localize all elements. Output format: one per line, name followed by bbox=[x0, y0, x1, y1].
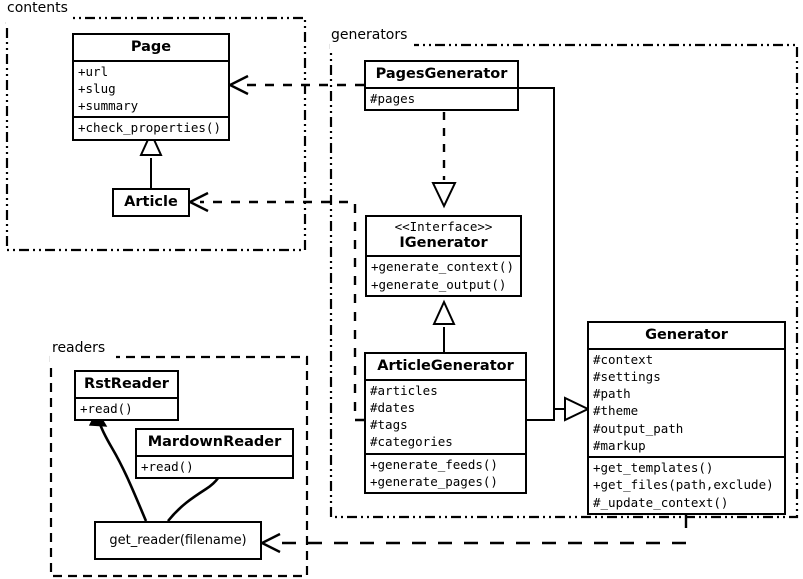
method-row: +read() bbox=[80, 400, 133, 416]
method-row: +generate_output() bbox=[371, 276, 507, 292]
class-attributes-pagesgenerator: #pages bbox=[366, 86, 517, 109]
attribute-row: #markup bbox=[593, 437, 646, 453]
class-stereotype-igenerator: <<Interface>> bbox=[394, 219, 493, 234]
attribute-row: #settings bbox=[593, 368, 661, 384]
attribute-row: #path bbox=[593, 386, 631, 402]
class-box-article[interactable]: Article bbox=[112, 188, 190, 217]
method-row: +generate_pages() bbox=[370, 473, 498, 489]
class-box-generator[interactable]: Generator #context #settings #path #them… bbox=[587, 321, 786, 515]
method-row: +check_properties() bbox=[78, 120, 221, 136]
dependency-arrowhead-getreader bbox=[259, 532, 281, 554]
class-title-pagesgenerator: PagesGenerator bbox=[375, 66, 508, 82]
class-title-article: Article bbox=[124, 194, 178, 210]
class-box-pagesgenerator[interactable]: PagesGenerator #pages bbox=[364, 60, 519, 111]
generalization-arrowhead-igenerator bbox=[432, 299, 456, 325]
class-methods-generator: +get_templates() +get_files(path,exclude… bbox=[589, 456, 784, 513]
attribute-row: #dates bbox=[370, 399, 416, 415]
attribute-row: #tags bbox=[370, 417, 408, 433]
package-label-contents: contents bbox=[7, 0, 68, 16]
class-title-igenerator: IGenerator bbox=[399, 234, 488, 251]
package-label-generators: generators bbox=[331, 27, 408, 43]
class-title-generator: Generator bbox=[645, 327, 728, 343]
attribute-row: +summary bbox=[78, 98, 139, 114]
attribute-row: #pages bbox=[370, 90, 416, 106]
function-label-get-reader: get_reader(filename) bbox=[109, 533, 247, 548]
edge-articlegenerator-to-generator bbox=[527, 409, 555, 421]
class-attributes-generator: #context #settings #path #theme #output_… bbox=[589, 347, 784, 457]
attribute-row: #context bbox=[593, 351, 654, 367]
class-box-page[interactable]: Page +url +slug +summary +check_properti… bbox=[72, 33, 230, 141]
attribute-row: #output_path bbox=[593, 420, 684, 436]
attribute-row: #categories bbox=[370, 434, 453, 450]
class-box-mardownreader[interactable]: MardownReader +read() bbox=[135, 428, 294, 479]
class-methods-mardownreader: +read() bbox=[137, 454, 292, 477]
class-box-articlegenerator[interactable]: ArticleGenerator #articles #dates #tags … bbox=[364, 352, 527, 495]
realization-arrowhead-igenerator bbox=[431, 182, 457, 209]
class-attributes-articlegenerator: #articles #dates #tags #categories bbox=[366, 378, 525, 453]
class-methods-rstreader: +read() bbox=[76, 396, 177, 419]
generalization-arrowhead-generator bbox=[564, 396, 591, 422]
method-row: +get_files(path,exclude) bbox=[593, 477, 774, 493]
class-box-rstreader[interactable]: RstReader +read() bbox=[74, 370, 179, 421]
class-box-igenerator[interactable]: <<Interface>> IGenerator +generate_conte… bbox=[365, 215, 522, 297]
attribute-row: #articles bbox=[370, 382, 438, 398]
method-row: +generate_context() bbox=[371, 259, 514, 275]
class-title-articlegenerator: ArticleGenerator bbox=[377, 358, 514, 374]
class-title-mardownreader: MardownReader bbox=[147, 434, 282, 450]
method-row: +generate_feeds() bbox=[370, 456, 498, 472]
method-row: #_update_context() bbox=[593, 494, 729, 510]
class-methods-articlegenerator: +generate_feeds() +generate_pages() bbox=[366, 452, 525, 493]
attribute-row: +slug bbox=[78, 80, 116, 96]
dependency-arrowhead-page bbox=[227, 74, 249, 96]
class-title-rstreader: RstReader bbox=[84, 376, 169, 392]
attribute-row: +url bbox=[78, 63, 109, 79]
class-title-page: Page bbox=[130, 39, 172, 55]
attribute-row: #theme bbox=[593, 403, 639, 419]
class-attributes-page: +url +slug +summary bbox=[74, 59, 228, 117]
class-methods-page: +check_properties() bbox=[74, 116, 228, 138]
function-box-get-reader[interactable]: get_reader(filename) bbox=[94, 521, 262, 560]
method-row: +get_templates() bbox=[593, 460, 714, 476]
package-label-readers: readers bbox=[52, 340, 106, 356]
method-row: +read() bbox=[141, 458, 194, 474]
edge-articlegenerator-to-article bbox=[200, 200, 364, 422]
dependency-arrowhead-article bbox=[187, 191, 209, 213]
class-methods-igenerator: +generate_context() +generate_output() bbox=[367, 255, 520, 295]
